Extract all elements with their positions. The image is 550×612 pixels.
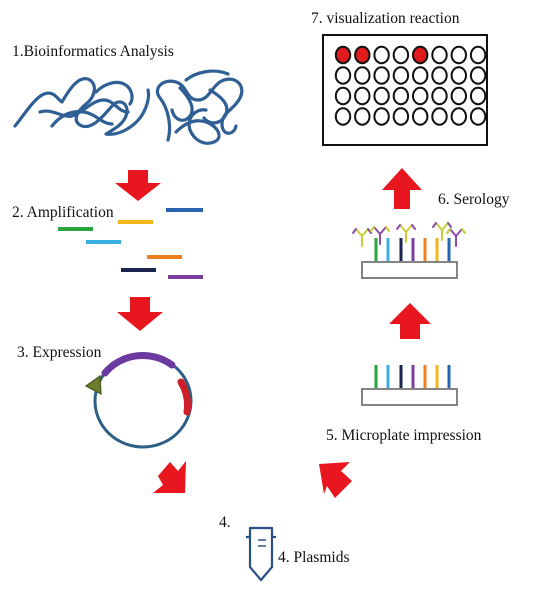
label-visualization: 7. visualization reaction xyxy=(311,10,460,27)
arrow-up-1 xyxy=(389,303,431,339)
well xyxy=(469,107,487,126)
plasmid-vector xyxy=(84,352,193,449)
well xyxy=(392,66,410,85)
well-positive xyxy=(334,45,352,65)
well xyxy=(450,45,467,65)
label-step4: 4. xyxy=(219,514,231,531)
well xyxy=(469,86,487,106)
well xyxy=(469,45,487,65)
label-serology: 6. Serology xyxy=(438,191,510,208)
well xyxy=(334,86,352,106)
well xyxy=(392,45,410,65)
well xyxy=(392,86,410,106)
well xyxy=(450,86,467,106)
well xyxy=(392,107,410,126)
well xyxy=(373,107,390,126)
microplate-coated xyxy=(361,365,458,406)
well xyxy=(373,86,390,106)
well xyxy=(334,107,352,126)
well xyxy=(373,45,390,65)
well xyxy=(450,66,467,85)
well xyxy=(354,86,371,106)
well xyxy=(431,107,448,126)
well xyxy=(431,86,448,106)
microplate-wells xyxy=(334,45,487,126)
well xyxy=(373,66,390,85)
label-plasmids: 4. Plasmids xyxy=(278,549,349,566)
well xyxy=(412,66,429,85)
well xyxy=(412,107,429,126)
well xyxy=(431,45,448,65)
microplate-strip xyxy=(361,261,458,279)
label-microplate-impression: 5. Microplate impression xyxy=(326,427,482,444)
label-amplification: 2. Amplification xyxy=(12,204,114,221)
arrow-diag-down xyxy=(153,461,186,493)
promoter-icon xyxy=(84,374,102,396)
well xyxy=(354,107,371,126)
plasmid-resistance-marker xyxy=(177,378,192,416)
arrow-down-1 xyxy=(115,170,161,201)
well xyxy=(354,66,371,85)
dna-fragments xyxy=(58,208,203,279)
well xyxy=(412,86,429,106)
plasmid-insert xyxy=(101,352,176,377)
antibody-icons xyxy=(352,222,466,247)
well xyxy=(431,66,448,85)
tube-icon xyxy=(246,526,276,582)
well xyxy=(450,107,467,126)
label-bioinformatics: 1.Bioinformatics Analysis xyxy=(12,43,174,60)
well xyxy=(334,66,352,85)
arrow-diag-up xyxy=(319,462,352,498)
protein-structure-left xyxy=(13,77,151,136)
well-positive xyxy=(354,45,371,65)
well xyxy=(469,66,487,85)
microplate-strip xyxy=(361,388,458,406)
microplate-serology xyxy=(352,222,466,279)
arrow-up-2 xyxy=(382,168,422,209)
well-positive xyxy=(412,45,429,65)
label-expression: 3. Expression xyxy=(17,344,102,361)
protein-structure-right xyxy=(155,69,244,145)
arrow-down-2 xyxy=(117,297,163,331)
